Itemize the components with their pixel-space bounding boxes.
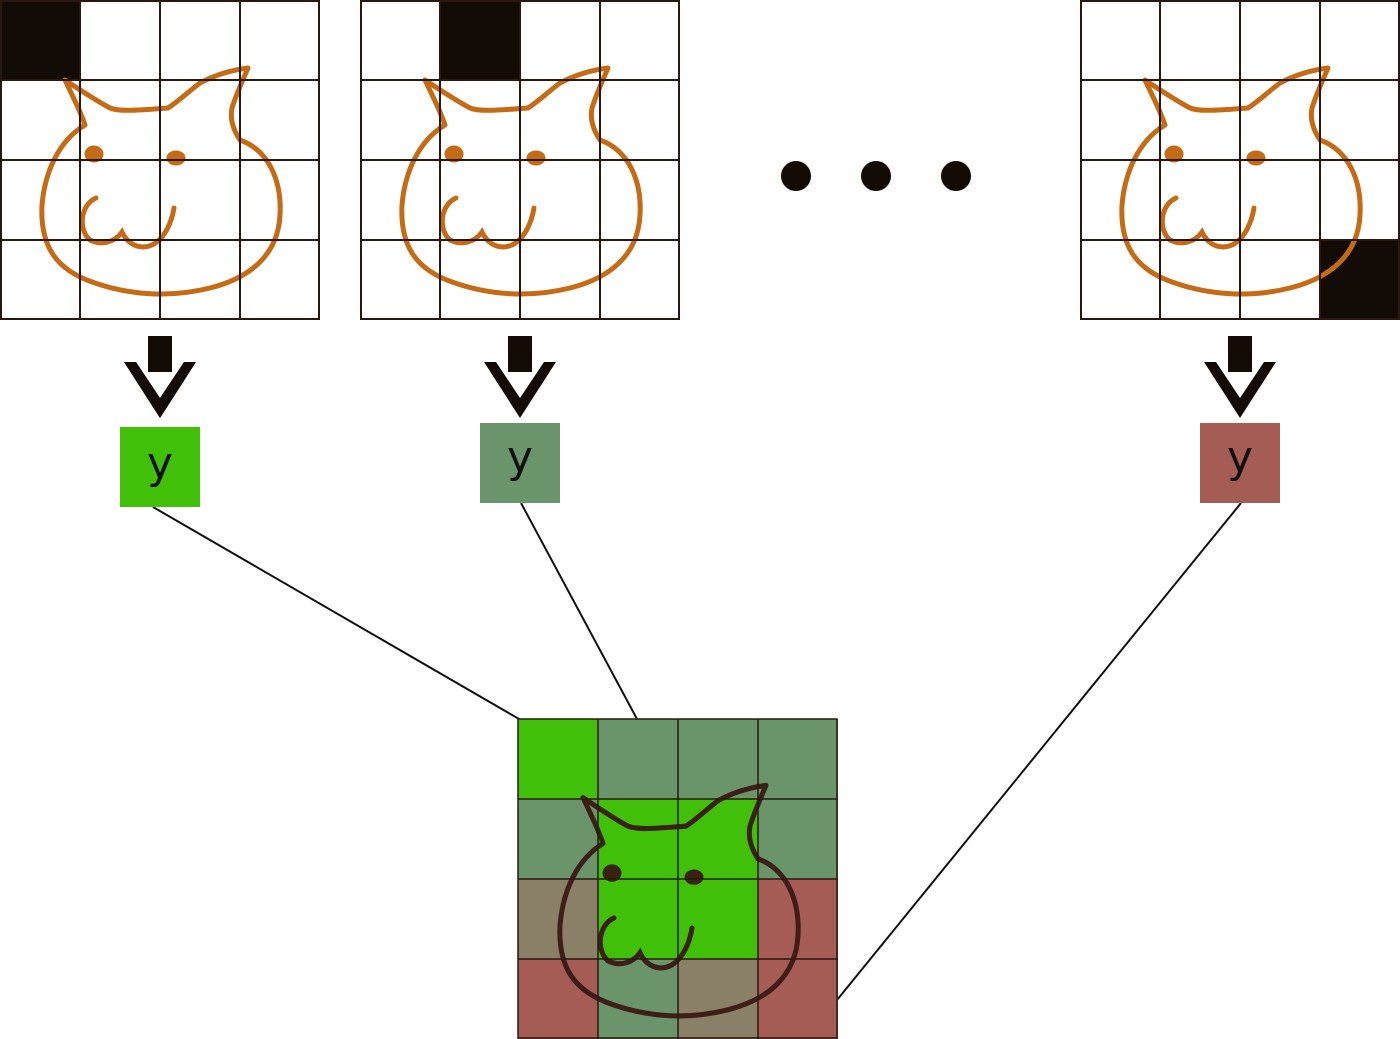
output-label: y	[507, 432, 533, 483]
occluder-square	[0, 0, 80, 80]
heatmap-cell-r2-c0	[518, 879, 598, 959]
heatmap-cell-r0-c0	[518, 719, 598, 799]
occlusion-panel-3	[1080, 0, 1400, 320]
occluder-square	[440, 0, 520, 80]
ellipsis-dots	[781, 161, 971, 191]
heatmap-cell-r1-c0	[518, 799, 598, 879]
output-box-3: y	[1200, 423, 1280, 503]
cat-drawing	[42, 68, 280, 294]
connector-line-3	[836, 502, 1242, 1001]
occluder-square	[1320, 240, 1400, 320]
occlusion-panel-1	[0, 0, 320, 320]
heatmap-cell-r0-c1	[598, 719, 678, 799]
heatmap-cell-r3-c0	[518, 959, 598, 1039]
down-arrow-icon	[1204, 336, 1276, 418]
output-label: y	[147, 438, 173, 489]
heatmap-cell-r3-c3	[758, 959, 838, 1039]
output-label: y	[1227, 432, 1253, 483]
connector-line-1	[152, 506, 520, 720]
heatmap-grid-lines	[517, 718, 838, 1039]
heatmap-cell-r1-c2	[678, 799, 758, 879]
occlusion-panel-2	[360, 0, 680, 320]
down-arrow-icon	[484, 336, 556, 418]
output-box-1: y	[120, 427, 200, 507]
connector-line-2	[520, 502, 638, 720]
cat-drawing	[402, 68, 640, 294]
down-arrow-icon	[124, 336, 196, 418]
heatmap-cell-r0-c3	[758, 719, 838, 799]
connector-lines	[152, 502, 1242, 1001]
heatmap-cell-r3-c1	[598, 959, 678, 1039]
heatmap-cell-r3-c2	[678, 959, 758, 1039]
grid-lines	[0, 0, 320, 320]
occlusion-heatmap	[517, 718, 838, 1039]
grid-lines	[1080, 0, 1400, 320]
heatmap-cells	[518, 719, 838, 1039]
heatmap-cell-r2-c2	[678, 879, 758, 959]
output-box-2: y	[480, 423, 560, 503]
grid-lines	[360, 0, 680, 320]
heatmap-cell-r0-c2	[678, 719, 758, 799]
